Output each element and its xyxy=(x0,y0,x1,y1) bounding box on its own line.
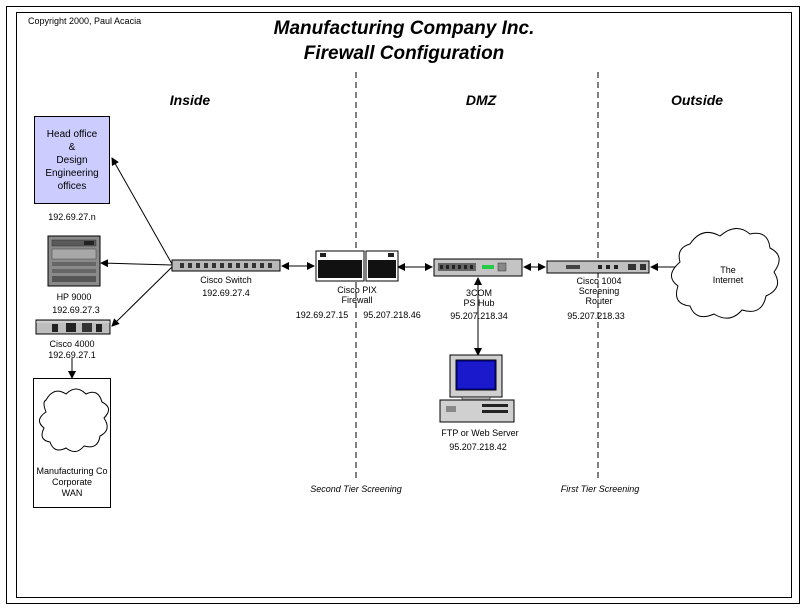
internet-label-line1: The xyxy=(720,265,736,275)
second-tier-screening-label: Second Tier Screening xyxy=(310,484,402,494)
ftp-web-server-icon xyxy=(439,354,515,423)
hub-ip: 95.207.218.34 xyxy=(450,311,508,321)
diagram-title-line2: Firewall Configuration xyxy=(303,43,505,64)
router-label-line3: Router xyxy=(585,296,613,306)
pix-label-line2: Firewall xyxy=(341,295,373,305)
cisco-switch-ip: 192.69.27.4 xyxy=(202,288,250,298)
head-office-box: Head office & Design Engineering offices xyxy=(34,116,110,204)
pix-label-line1: Cisco PIX xyxy=(337,285,377,295)
link-switch-hp9000 xyxy=(100,259,173,268)
link-switch-headoffice xyxy=(111,157,173,265)
hp9000-label: HP 9000 xyxy=(56,292,92,302)
hp9000-ip: 192.69.27.3 xyxy=(52,305,100,315)
outer-frame xyxy=(6,6,800,604)
wan-line1: Manufacturing Co xyxy=(36,466,108,476)
cisco-switch-icon xyxy=(171,259,281,272)
cisco4000-ip: 192.69.27.1 xyxy=(48,350,96,360)
cisco-switch-label: Cisco Switch xyxy=(200,275,252,285)
zone-label-inside: Inside xyxy=(169,92,211,108)
link-switch-cisco4000 xyxy=(111,266,173,327)
3com-hub-icon xyxy=(433,258,523,277)
inner-frame xyxy=(16,12,792,598)
head-office-line3: Design xyxy=(56,154,88,166)
wan-line2: Corporate xyxy=(51,477,93,487)
cisco4000-router-icon xyxy=(35,319,111,335)
pix-ip-inside: 192.69.27.15 xyxy=(295,310,349,320)
hub-label-line2: PS Hub xyxy=(463,298,495,308)
router-label-line2: Screening xyxy=(578,286,620,296)
hp9000-server-icon xyxy=(47,235,101,287)
head-office-line2: & xyxy=(68,141,76,153)
head-office-line1: Head office xyxy=(46,128,98,140)
ftp-server-label: FTP or Web Server xyxy=(441,428,519,438)
zone-label-outside: Outside xyxy=(670,92,724,108)
internet-label-line2: Internet xyxy=(712,275,744,285)
cisco4000-label: Cisco 4000 xyxy=(49,339,95,349)
pix-ip-outside: 95.207.218.46 xyxy=(363,310,421,320)
zone-label-dmz: DMZ xyxy=(465,92,497,108)
head-office-line5: offices xyxy=(57,180,87,192)
cisco-1004-router-icon xyxy=(546,260,650,274)
router-label-line1: Cisco 1004 xyxy=(576,276,622,286)
head-office-line4: Engineering xyxy=(45,167,99,179)
first-tier-screening-label: First Tier Screening xyxy=(560,484,640,494)
copyright-text: Copyright 2000, Paul Acacia xyxy=(28,16,142,26)
ftp-server-ip: 95.207.218.42 xyxy=(449,442,507,452)
head-office-ip: 192.69.27.n xyxy=(48,212,96,222)
wan-line3: WAN xyxy=(61,488,83,498)
wan-cloud-icon xyxy=(39,388,109,452)
internet-cloud-icon xyxy=(671,228,780,319)
cisco-pix-firewall-icon xyxy=(315,250,399,282)
diagram-title-line1: Manufacturing Company Inc. xyxy=(273,18,535,39)
hub-label-line1: 3COM xyxy=(465,288,493,298)
router-ip: 95.207.218.33 xyxy=(567,311,625,321)
